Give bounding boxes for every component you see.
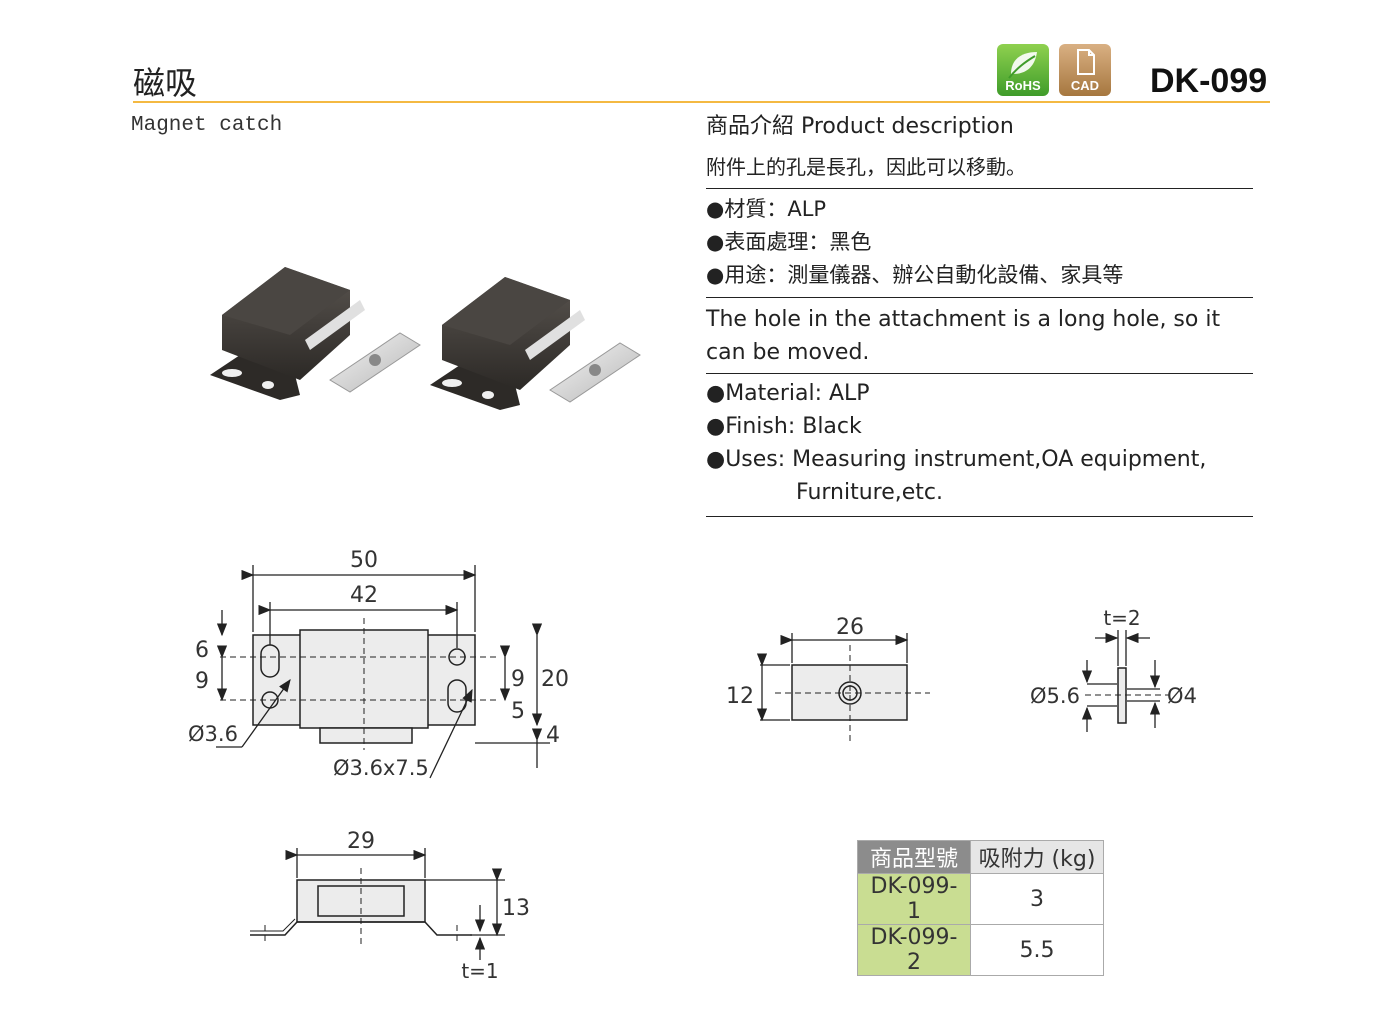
- dim-label: t=1: [461, 959, 498, 983]
- model-cell: DK-099-2: [857, 924, 971, 976]
- dim-label: Ø4: [1167, 684, 1197, 708]
- note-en-line: can be moved.: [706, 340, 870, 365]
- specs-en-list: ●Material: ALP ●Finish: Black ●Uses: Mea…: [706, 377, 1254, 509]
- dim-label: 9: [195, 669, 209, 694]
- spec-en-item-cont: Furniture,etc.: [796, 480, 944, 505]
- table-header-row: 商品型號 吸附力 (kg): [857, 840, 1104, 874]
- dim-label: 42: [350, 583, 378, 608]
- table-row: DK-099-1 3: [857, 873, 1104, 925]
- cad-badge[interactable]: CAD: [1059, 44, 1111, 96]
- cad-label: CAD: [1070, 78, 1100, 93]
- rohs-badge: RoHS: [997, 44, 1049, 96]
- divider: [706, 516, 1253, 517]
- spec-table: 商品型號 吸附力 (kg) DK-099-1 3 DK-099-2 5.5: [857, 840, 1104, 976]
- spec-cn-item: ●材質：ALP: [706, 197, 827, 221]
- note-en-line: The hole in the attachment is a long hol…: [706, 307, 1221, 332]
- spec-en-item: ●Material: ALP: [706, 381, 870, 406]
- force-cell: 5.5: [970, 924, 1104, 976]
- dim-label: 13: [502, 896, 530, 921]
- strike-plate-2: [549, 342, 641, 403]
- col-header-model: 商品型號: [857, 840, 971, 874]
- description-heading: 商品介紹 Product description: [706, 110, 1254, 143]
- rohs-label: RoHS: [1005, 78, 1041, 93]
- description-note-cn: 附件上的孔是長孔，因此可以移動。: [706, 151, 1254, 184]
- model-cell: DK-099-1: [857, 873, 971, 925]
- dim-label: 9: [511, 667, 525, 692]
- product-photo: [210, 267, 641, 410]
- leaf-icon: [1008, 52, 1037, 79]
- dim-label: 4: [546, 723, 560, 748]
- title-underline: [133, 101, 1270, 103]
- dim-label: t=2: [1103, 606, 1140, 630]
- page-title-cn: 磁吸: [133, 64, 198, 102]
- dim-label: Ø3.6x7.5: [333, 756, 429, 780]
- table-row: DK-099-2 5.5: [857, 924, 1104, 976]
- divider: [706, 373, 1253, 374]
- dim-label: Ø3.6: [188, 722, 238, 746]
- dim-label: 26: [836, 615, 864, 640]
- magnet-catch-1: [210, 267, 365, 400]
- plate-side-drawing: t=2 Ø5.6 Ø4: [1030, 606, 1197, 732]
- dim-label: 12: [726, 684, 754, 709]
- plate-drawing: 26 12: [726, 615, 930, 745]
- force-cell: 3: [970, 873, 1104, 925]
- page-title-en: Magnet catch: [131, 114, 283, 137]
- description-note-en: The hole in the attachment is a long hol…: [706, 303, 1254, 369]
- front-view-drawing: 50 42 6 9 Ø3.6 Ø3.6x7.5 9 20 5 4: [188, 548, 569, 780]
- divider: [706, 297, 1253, 298]
- model-code: DK-099: [1150, 62, 1268, 100]
- spec-cn-item: ●用途：測量儀器、辦公自動化設備、家具等: [706, 263, 1124, 287]
- specs-cn-list: ●材質：ALP ●表面處理：黑色 ●用途：測量儀器、辦公自動化設備、家具等: [706, 193, 1254, 292]
- note-cn-text: 附件上的孔是長孔，因此可以移動。: [706, 155, 1026, 179]
- dim-label: 6: [195, 638, 209, 663]
- magnet-catch-2: [430, 277, 585, 410]
- strike-plate-1: [329, 332, 421, 393]
- col-header-force: 吸附力 (kg): [970, 840, 1104, 874]
- dim-label: 50: [350, 548, 378, 573]
- divider: [706, 188, 1253, 189]
- dim-label: 20: [541, 667, 569, 692]
- document-icon: [1077, 49, 1095, 75]
- spec-en-item: ●Finish: Black: [706, 414, 862, 439]
- dim-label: 5: [511, 699, 525, 724]
- side-view-drawing: 29 13 t=1: [250, 829, 530, 983]
- dim-label: Ø5.6: [1030, 684, 1080, 708]
- description-heading-text: 商品介紹 Product description: [706, 114, 1014, 139]
- dim-label: 29: [347, 829, 375, 854]
- spec-cn-item: ●表面處理：黑色: [706, 230, 872, 254]
- spec-en-item: ●Uses: Measuring instrument,OA equipment…: [706, 447, 1207, 472]
